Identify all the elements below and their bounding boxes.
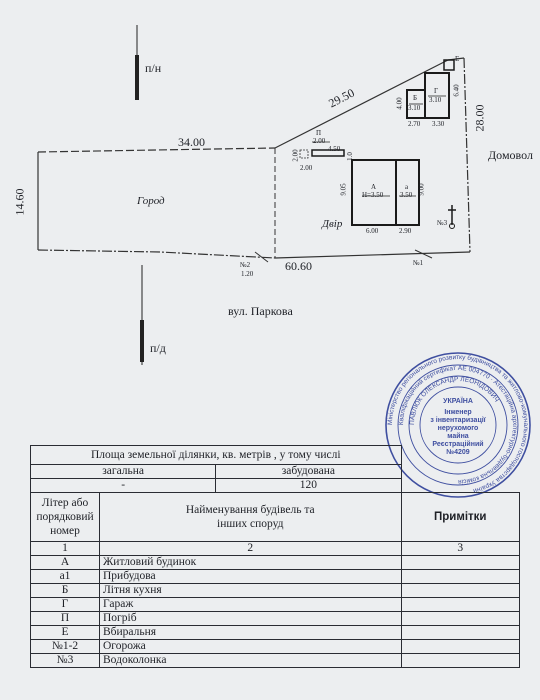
cellar-p-entry (299, 149, 309, 159)
table-title-row: Площа земельної ділянки, кв. метрів , у … (30, 445, 520, 493)
gate-2-line (254, 251, 269, 263)
table-row: Г Гараж (30, 597, 520, 612)
header-name: Найменування будівель та інших споруд (99, 492, 402, 542)
building-a-height: Н=3.50 (362, 191, 384, 199)
building-g-width: 3.30 (432, 120, 445, 128)
land-plot-table: Площа земельної ділянки, кв. метрів , у … (30, 445, 520, 668)
building-a-label: А (371, 183, 377, 191)
area-garden: Город (137, 195, 165, 207)
stamp-center-3: нерухомого (438, 425, 479, 432)
building-g-depth: 6.40 (452, 84, 461, 97)
north-arrow (135, 55, 139, 100)
boundary-bottom-left (37, 249, 276, 259)
gate-2-length: 1.20 (241, 270, 254, 278)
table-row: №1-2 Огорожа (30, 639, 520, 654)
value-built: 120 (299, 479, 317, 491)
table-row: №3 Водоколонка (30, 653, 520, 668)
table-row: П Погріб (30, 611, 520, 626)
gate-1-label: №1 (413, 259, 424, 267)
building-b-size: 3.10 (408, 104, 421, 112)
building-g-label: Г (434, 87, 439, 95)
building-a1-height: 3.50 (400, 191, 413, 199)
stamp-center-1: Інженер (444, 409, 471, 416)
stamp-center-2: з інвентаризації (430, 416, 486, 424)
well-base (449, 223, 455, 229)
boundary-diagonal (274, 59, 449, 149)
building-e-outline (443, 59, 455, 71)
site-plan-drawing (37, 25, 471, 365)
stamp-center-5: Реєстраційний (432, 440, 483, 448)
cellar-p-label: П (316, 129, 322, 137)
table-title: Площа земельної ділянки, кв. метрів , у … (30, 445, 402, 465)
cellar-p-width: 4.50 (328, 145, 341, 153)
stamp-area (400, 445, 520, 493)
cellar-p-left-2: 2.00 (300, 164, 313, 172)
boundary-top (37, 147, 276, 153)
stamp-center-4: майна (447, 432, 469, 440)
cellar-p-outline (311, 149, 345, 157)
south-label: п/д (150, 341, 166, 355)
dim-left: 14.60 (12, 188, 27, 216)
neighbor-label: Домовол (488, 148, 533, 162)
header-total: загальна (31, 465, 217, 478)
col-num-2: 2 (99, 541, 402, 556)
building-a1-depth: 9.00 (417, 183, 426, 196)
building-g-outline (424, 72, 450, 119)
value-total: - (31, 479, 217, 492)
header-notes: Примітки (400, 492, 520, 542)
stamp-center-0: УКРАЇНА (443, 397, 473, 405)
table-number-row: 1 2 3 (30, 541, 520, 556)
building-e-label: Е (455, 55, 460, 63)
table-row: Б Літня кухня (30, 583, 520, 598)
building-a1-label: а (405, 183, 409, 191)
dim-top: 34.00 (178, 135, 205, 149)
building-b-depth: 4.00 (395, 97, 404, 110)
dim-bottom: 60.60 (285, 259, 312, 273)
street-label: вул. Паркова (228, 304, 293, 318)
boundary-bottom-right (274, 251, 471, 259)
gate-2-label: №2 (240, 261, 251, 269)
south-arrow (140, 320, 144, 362)
col-num-1: 1 (30, 541, 100, 556)
cellar-p-top: 2.00 (313, 137, 326, 145)
building-b-label: Б (413, 94, 418, 102)
building-a-width: 6.00 (366, 227, 379, 235)
well-label: №3 (437, 219, 448, 227)
table-row: А Житловий будинок (30, 555, 520, 570)
cellar-p-right: 1.0 (345, 152, 354, 161)
header-letter: Літер або порядковий номер (30, 492, 100, 542)
header-built: забудована (281, 465, 336, 477)
building-a1-width: 2.90 (399, 227, 412, 235)
table-row: Е Вбиральня (30, 625, 520, 640)
building-g-size: 3.10 (429, 96, 442, 104)
north-label: п/н (145, 61, 162, 75)
gate-1-line (414, 249, 433, 259)
building-a1-outline (395, 159, 420, 226)
building-a-depth: 9.05 (339, 183, 348, 196)
area-yard: Двір (322, 218, 343, 230)
cellar-p-left-1: 2.00 (291, 149, 300, 162)
col-num-3: 3 (400, 541, 520, 556)
table-header-row: Літер або порядковий номер Найменування … (30, 492, 520, 542)
dim-right: 28.00 (472, 104, 487, 132)
table-row: а1 Прибудова (30, 569, 520, 584)
building-b-width: 2.70 (408, 120, 421, 128)
boundary-right (463, 57, 471, 253)
